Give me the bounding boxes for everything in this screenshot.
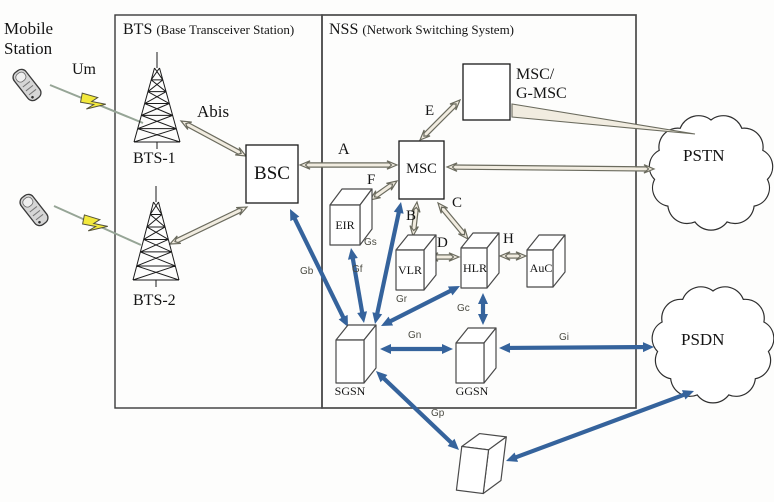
- hlr-label: HLR: [463, 260, 487, 275]
- bts-region-fullname: (Base Transceiver Station): [156, 22, 295, 37]
- bsc-label: BSC: [254, 162, 290, 184]
- vlr-label: VLR: [398, 262, 422, 277]
- eir-node: [329, 188, 373, 246]
- gc-interface-label: Gc: [457, 303, 470, 314]
- gf-link: [347, 248, 368, 323]
- pstn-cloud: [648, 115, 774, 231]
- gs-link: [372, 202, 404, 324]
- h-interface-label: H: [503, 231, 514, 247]
- abis-arrow-bts1: [179, 120, 248, 157]
- um-link-1: [49, 84, 144, 124]
- nss-region-box: [321, 14, 637, 409]
- gn-interface-label: Gn: [408, 330, 422, 341]
- e-interface-label: E: [425, 103, 435, 119]
- um-interface-label: Um: [72, 61, 96, 78]
- c-interface-arrow: [437, 201, 469, 241]
- gi-link: [499, 342, 654, 353]
- bts1-tower-icon: [133, 52, 181, 149]
- mobile-phone-icon-1: [12, 68, 42, 102]
- f-interface-label: F: [367, 172, 376, 188]
- mobile-station-label: Mobile Station: [4, 19, 54, 59]
- gmsc-box: [462, 63, 511, 121]
- gb-interface-label: Gb: [300, 266, 314, 277]
- um-link-2: [53, 205, 142, 246]
- bsc-box: [245, 144, 299, 204]
- c-interface-label: C: [452, 195, 463, 211]
- gmsc-label: MSC/ G-MSC: [516, 66, 567, 102]
- psdn-cloud-label: PSDN: [681, 330, 725, 349]
- d-interface-label: D: [437, 235, 448, 251]
- gb-link: [290, 209, 348, 327]
- pstn-cloud-label: PSTN: [683, 146, 725, 165]
- b-interface-arrow: [409, 200, 421, 238]
- other-plmn-node: [455, 432, 507, 495]
- sgsn-node: [335, 324, 377, 384]
- nss-region-title: NSS (Network Switching System): [329, 21, 514, 39]
- bts2-label: BTS-2: [133, 292, 176, 309]
- nss-region-fullname: (Network Switching System): [362, 22, 515, 37]
- hlr-node: [460, 232, 500, 289]
- abis-interface-label: Abis: [197, 102, 230, 121]
- msc-box: [398, 140, 445, 200]
- msc-pstn-arrow: [445, 162, 656, 174]
- ggsn-label: GGSN: [455, 383, 489, 398]
- gp-link: [376, 371, 459, 450]
- abis-arrow-bts2: [168, 206, 249, 245]
- gi-interface-label: Gi: [559, 332, 569, 343]
- b-interface-label: B: [406, 208, 417, 224]
- psdn-cloud: [651, 286, 774, 404]
- bts2-tower-icon: [132, 186, 180, 287]
- bts1-label: BTS-1: [133, 150, 176, 167]
- auc-label: AuC: [529, 261, 553, 276]
- gr-link: [381, 286, 460, 326]
- ggsn-node: [455, 327, 497, 384]
- lightning-bolt-icon: [81, 214, 108, 232]
- gp-interface-label: Gp: [431, 408, 445, 419]
- nss-region-abbr: NSS: [329, 21, 359, 38]
- lightning-bolt-icon: [79, 92, 106, 110]
- eir-label: EIR: [335, 217, 355, 232]
- auc-node: [526, 234, 566, 288]
- sgsn-label: SGSN: [334, 383, 366, 398]
- gc-link: [478, 293, 488, 325]
- h-interface-arrow: [498, 251, 528, 261]
- gf-interface-label: Gf: [352, 264, 363, 275]
- plmn-psdn-link: [506, 390, 694, 462]
- msc-label: MSC: [406, 161, 437, 178]
- gr-interface-label: Gr: [396, 294, 408, 305]
- gs-interface-label: Gs: [364, 237, 377, 248]
- mobile-phone-icon-2: [19, 193, 49, 227]
- a-interface-arrow: [298, 160, 399, 170]
- f-interface-arrow: [368, 180, 399, 201]
- a-interface-label: A: [338, 141, 350, 158]
- bts-region-title: BTS (Base Transceiver Station): [123, 21, 294, 39]
- gn-link: [380, 344, 453, 354]
- e-interface-arrow: [418, 98, 462, 142]
- vlr-node: [395, 234, 437, 291]
- gmsc-pstn-trunk: [511, 103, 696, 135]
- bts-region-abbr: BTS: [123, 21, 153, 38]
